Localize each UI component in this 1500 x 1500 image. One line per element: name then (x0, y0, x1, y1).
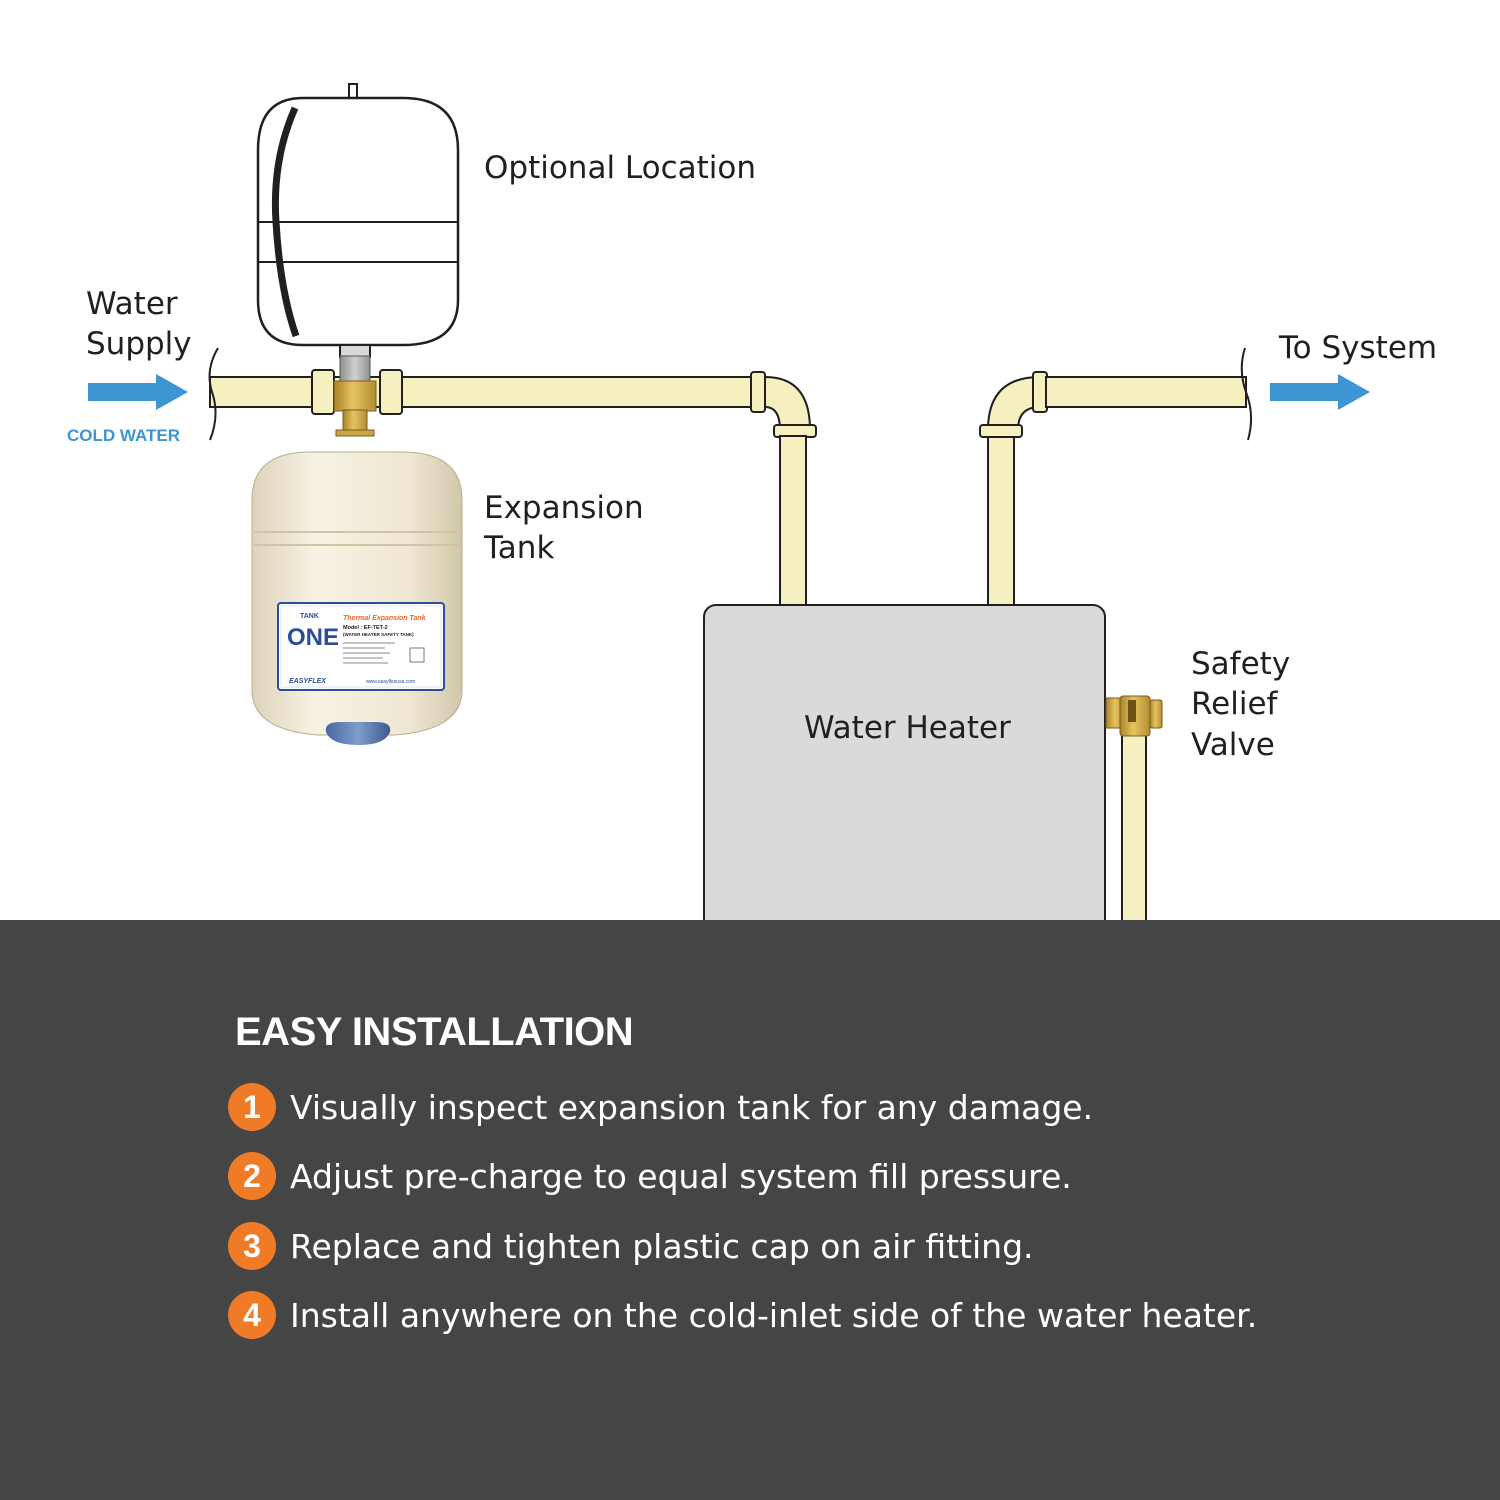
tank-maker: EASYFLEX (289, 678, 327, 685)
outlet-elbow (979, 347, 1252, 607)
water-heater (703, 604, 1106, 920)
pipe-union-left (311, 369, 335, 415)
step-number-badge: 2 (228, 1152, 276, 1200)
certification-icon (409, 647, 425, 663)
step-number-badge: 3 (228, 1222, 276, 1270)
step-text: Install anywhere on the cold-inlet side … (290, 1295, 1258, 1335)
inlet-elbow (750, 371, 817, 607)
step-4: 4 Install anywhere on the cold-inlet sid… (228, 1290, 1257, 1340)
water-supply-label-line1: Water (86, 286, 178, 322)
step-number-badge: 1 (228, 1083, 276, 1131)
to-system-arrow (1270, 374, 1370, 410)
tank-website: www.easyflexusa.com (366, 679, 415, 685)
tank-subtitle: (WATER HEATER SAFETY TANK) (343, 632, 414, 637)
tank-spec-lines (343, 642, 395, 664)
tank-product-title: Thermal Expansion Tank (343, 615, 427, 622)
tank-model: Model : EF-TET-2 (343, 625, 388, 631)
tank-brand-small: TANK (300, 613, 319, 620)
tank-brand-logo: ONE (287, 624, 339, 651)
safety-relief-label-line2: Relief (1191, 686, 1278, 722)
optional-location-tank (256, 83, 460, 358)
step-text: Adjust pre-charge to equal system fill p… (290, 1156, 1072, 1196)
safety-relief-valve (1105, 695, 1163, 920)
installation-panel: EASY INSTALLATION 1 Visually inspect exp… (0, 920, 1500, 1500)
water-heater-label: Water Heater (804, 710, 1011, 746)
brass-tee-fitting (333, 355, 377, 437)
safety-relief-label-line3: Valve (1191, 727, 1275, 763)
tank-cap (325, 722, 391, 745)
pipe-union-right (379, 369, 403, 415)
water-supply-label-line2: Supply (86, 326, 192, 362)
plumbing-diagram: TANK ONE Thermal Expansion Tank Model : … (88, 83, 1370, 920)
step-text: Visually inspect expansion tank for any … (290, 1087, 1094, 1127)
optional-location-label: Optional Location (484, 150, 757, 186)
step-1: 1 Visually inspect expansion tank for an… (228, 1082, 1093, 1132)
installation-title: EASY INSTALLATION (235, 1010, 634, 1054)
step-3: 3 Replace and tighten plastic cap on air… (228, 1221, 1034, 1271)
safety-relief-label-line1: Safety (1191, 646, 1291, 682)
step-text: Replace and tighten plastic cap on air f… (290, 1226, 1034, 1266)
cold-water-arrow (88, 374, 188, 410)
supply-pipe (208, 347, 766, 441)
step-2: 2 Adjust pre-charge to equal system fill… (228, 1151, 1072, 1201)
expansion-tank-label-line2: Tank (484, 530, 555, 566)
to-system-label: To System (1279, 330, 1438, 366)
step-number-badge: 4 (228, 1291, 276, 1339)
expansion-tank-label-line1: Expansion (484, 490, 644, 526)
cold-water-label: COLD WATER (67, 426, 181, 445)
expansion-tank: TANK ONE Thermal Expansion Tank Model : … (251, 451, 463, 745)
